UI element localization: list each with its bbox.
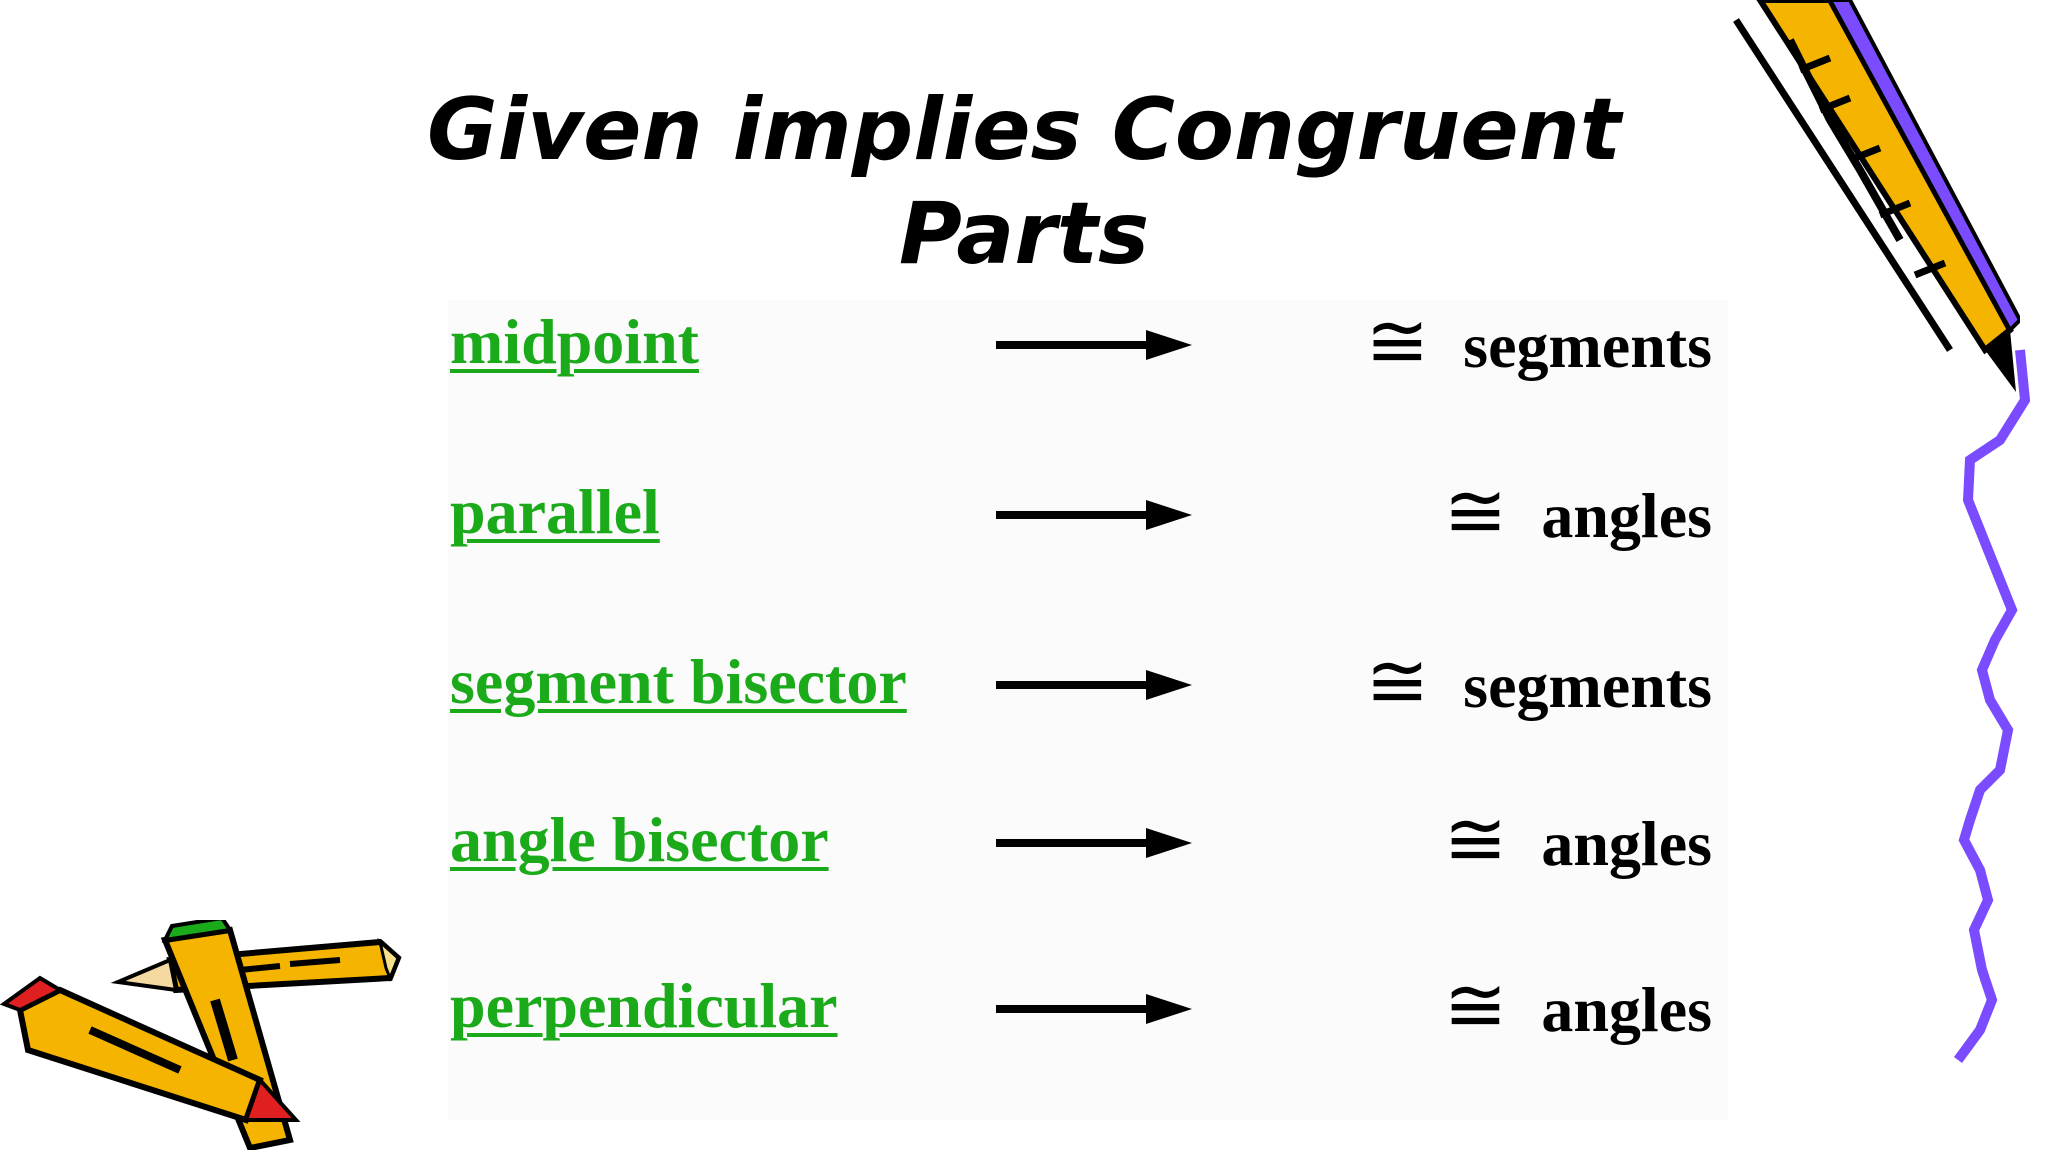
result-label: segments bbox=[1463, 650, 1712, 721]
title-line-1: Given implies Congruent bbox=[427, 80, 1621, 180]
result-label: angles bbox=[1541, 480, 1712, 551]
congruent-result: ≅ angles bbox=[1444, 472, 1712, 556]
right-arrow-icon bbox=[996, 330, 1192, 360]
row-parallel: parallel ≅ angles bbox=[0, 472, 2048, 572]
purple-squiggle-line bbox=[1953, 349, 2031, 1063]
content-panel bbox=[448, 300, 1728, 1120]
right-arrow-icon bbox=[996, 670, 1192, 700]
right-arrow-icon bbox=[996, 994, 1192, 1024]
congruent-symbol: ≅ bbox=[1443, 470, 1508, 554]
given-term: angle bisector bbox=[450, 804, 829, 875]
congruent-result: ≅ angles bbox=[1444, 800, 1712, 884]
given-term: perpendicular bbox=[450, 970, 838, 1041]
row-angle-bisector: angle bisector ≅ angles bbox=[0, 800, 2048, 900]
congruent-symbol: ≅ bbox=[1365, 300, 1430, 384]
result-label: segments bbox=[1463, 310, 1712, 381]
row-midpoint: midpoint ≅ segments bbox=[0, 302, 2048, 402]
row-perpendicular: perpendicular ≅ angles bbox=[0, 966, 2048, 1066]
result-label: angles bbox=[1541, 808, 1712, 879]
congruent-symbol: ≅ bbox=[1443, 964, 1508, 1048]
given-term: segment bisector bbox=[450, 646, 907, 717]
crossed-pencils-clipart bbox=[0, 920, 402, 1150]
congruent-result: ≅ segments bbox=[1365, 642, 1712, 726]
congruent-result: ≅ angles bbox=[1444, 966, 1712, 1050]
result-label: angles bbox=[1541, 974, 1712, 1045]
congruent-result: ≅ segments bbox=[1365, 302, 1712, 386]
slide-title: Given implies Congruent Parts bbox=[0, 78, 2048, 286]
row-segment-bisector: segment bisector ≅ segments bbox=[0, 642, 2048, 742]
given-term: midpoint bbox=[450, 306, 699, 377]
right-arrow-icon bbox=[996, 500, 1192, 530]
right-arrow-icon bbox=[996, 828, 1192, 858]
pencil-clipart bbox=[1733, 0, 2020, 392]
congruent-symbol: ≅ bbox=[1365, 640, 1430, 724]
given-term: parallel bbox=[450, 476, 660, 547]
congruent-symbol: ≅ bbox=[1443, 798, 1508, 882]
title-line-2: Parts bbox=[898, 184, 1150, 284]
